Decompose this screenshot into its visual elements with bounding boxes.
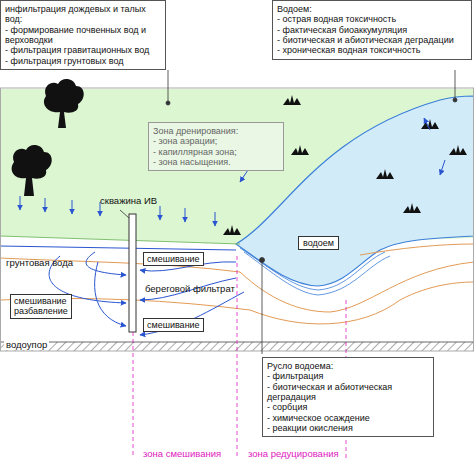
box-text: - зона насыщения. bbox=[153, 157, 279, 167]
box-text: Зона дренирования: bbox=[153, 126, 279, 136]
box-text: - фактическая биоаккумуляция bbox=[277, 25, 467, 35]
box-text: Водоем: bbox=[277, 4, 467, 14]
leader-lines bbox=[166, 70, 457, 354]
text-box: Русло водоема:- фильтрация- биотическая … bbox=[262, 357, 434, 437]
box-text: - химическое осаждение bbox=[267, 413, 429, 423]
box-text: смешивание bbox=[147, 254, 200, 264]
tree-icon bbox=[12, 79, 84, 196]
text-box: смешивание bbox=[143, 252, 204, 266]
rain-arrows bbox=[20, 196, 215, 226]
text-box: смешивание bbox=[143, 318, 204, 332]
box-text: - фильтрация грунтовых вод bbox=[5, 56, 161, 66]
label: водоупор bbox=[4, 340, 49, 350]
well bbox=[129, 214, 136, 332]
box-text: - фильтрация гравитационных вод bbox=[5, 45, 161, 55]
box-text: Русло водоема: bbox=[267, 361, 429, 371]
water-table bbox=[0, 246, 236, 250]
box-text: - фильтрация bbox=[267, 371, 429, 381]
box-text: - капиллярная зона; bbox=[153, 147, 279, 157]
box-text: - зона аэрации; bbox=[153, 136, 279, 146]
box-text: инфильтрация дождевых и талых вод: bbox=[5, 4, 161, 25]
box-text: водоем bbox=[303, 238, 334, 248]
label: скважина ИВ bbox=[100, 196, 157, 206]
label: береговой фильтрат bbox=[145, 284, 235, 294]
text-box: смешивание разбавление bbox=[10, 294, 72, 319]
text-box: Водоем:- острая водная токсичность- факт… bbox=[272, 0, 472, 60]
text-box: водоем bbox=[298, 236, 339, 250]
box-text: - хроническая водная токсичность bbox=[277, 45, 467, 55]
box-text: - биотическая и абиотическая деградации bbox=[277, 35, 467, 45]
text-box: инфильтрация дождевых и талых вод:- форм… bbox=[0, 0, 166, 70]
box-text: - биотическая и абиотическая деградация bbox=[267, 382, 429, 403]
label: зона смешивания bbox=[141, 449, 223, 459]
box-text: - острая водная токсичность bbox=[277, 14, 467, 24]
box-text: - формирование почвенных вод и верховодк… bbox=[5, 25, 161, 46]
box-text: смешивание разбавление bbox=[14, 296, 68, 317]
flow-arrows bbox=[49, 118, 445, 335]
text-box: Зона дренирования:- зона аэрации;- капил… bbox=[148, 122, 284, 171]
box-text: смешивание bbox=[147, 320, 200, 330]
label: зона редуцирования bbox=[246, 449, 341, 459]
box-text: - реакции окисления bbox=[267, 423, 429, 433]
label: грунтовая вода bbox=[6, 258, 73, 268]
section-frame bbox=[1, 88, 474, 351]
box-text: - сорбция bbox=[267, 402, 429, 412]
